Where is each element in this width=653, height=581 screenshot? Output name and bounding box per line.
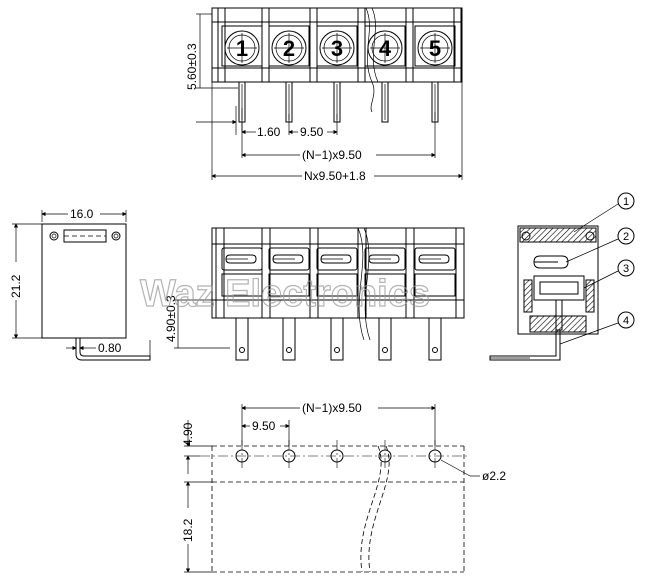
front-pin [330,317,344,361]
section-view: 1 2 3 4 [489,192,635,361]
front-barrier [405,227,415,319]
top-view-screws: 1 2 3 4 5 [221,25,456,67]
dim-pin-width-label: 1.60 [257,125,281,139]
pcb-dim-depth-label: 18.2 [181,518,195,542]
top-view: 1 2 3 4 5 [211,7,463,123]
front-barrier [261,227,271,319]
top-barrier [261,7,270,83]
dim-height-label: 5.60±0.3 [185,43,199,90]
terminal-screw: 3 [316,25,358,67]
terminal-screw: 4 [364,25,406,67]
clamp-slot [316,247,358,297]
dim-pin-offset-label: 4.90±0.3 [164,295,178,342]
clamp-slot [221,247,263,297]
dim-side-height-label: 21.2 [9,274,23,298]
pcb-dim-pitch-label: 9.50 [252,419,276,433]
pcb-dim-hole-label: ø2.2 [482,469,506,483]
terminal-screw: 5 [414,25,456,67]
section-body [517,225,599,335]
top-barrier [453,7,462,83]
front-barrier [455,227,465,319]
section-pin [489,329,561,361]
side-view-body [41,223,127,339]
break-line [365,7,375,113]
top-barrier [405,7,414,83]
top-view-dimensions: 5.60±0.3 1.60 9.50 (N−1)x9.50 Nx9.50+1.8 [185,13,463,183]
front-view-barriers [215,227,465,319]
front-pin [378,317,392,361]
terminal-number: 3 [331,36,343,61]
callout-number: 4 [623,315,629,327]
side-view: 16.0 21.2 0.80 [9,207,151,361]
dim-side-pin-label: 0.80 [98,341,122,355]
terminal-screw: 1 [221,25,263,67]
front-view: 4.90±0.3 [164,227,465,361]
callout: 1 [573,192,635,233]
front-break-line [357,227,365,341]
front-view-pins [235,317,442,361]
front-pin [235,317,249,361]
section-screw-head [519,227,597,243]
callout-number: 3 [623,263,629,275]
terminal-number: 4 [379,36,392,61]
top-pin [381,81,389,123]
pcb-dim-edge-label: 4.90 [181,422,195,446]
front-pin [282,317,296,361]
dim-span-label: (N−1)x9.50 [302,148,362,162]
dim-side-width-label: 16.0 [70,207,94,221]
callout: 4 [559,311,635,345]
callout-number: 1 [623,196,629,208]
front-pin [428,317,442,361]
callout: 2 [565,227,635,263]
terminal-number: 1 [236,36,248,61]
front-view-clamp-slots [221,247,456,297]
pcb-dim-span-label: (N−1)x9.50 [302,401,362,415]
top-barrier [357,7,366,83]
pcb-holes [235,440,442,470]
pcb-break-line [360,445,382,573]
clamp-slot [364,247,406,297]
section-callouts: 1 2 3 4 [559,192,635,345]
watermark: Waz Electronics [140,273,430,315]
front-barrier [309,227,319,319]
terminal-number: 2 [283,36,295,61]
callout: 3 [583,259,635,289]
terminal-number: 5 [429,36,441,61]
dim-total-label: Nx9.50+1.8 [304,169,366,183]
front-barrier [357,227,367,319]
pcb-layout: (N−1)x9.50 9.50 4.90 18.2 ø2.2 [181,401,506,573]
clamp-slot [414,247,456,297]
terminal-screw: 2 [268,25,310,67]
callout-number: 2 [623,231,629,243]
top-view-pins [238,81,439,123]
top-barrier [309,7,318,83]
clamp-slot [268,247,310,297]
dim-pitch-label: 9.50 [300,125,324,139]
front-barrier [215,227,225,319]
